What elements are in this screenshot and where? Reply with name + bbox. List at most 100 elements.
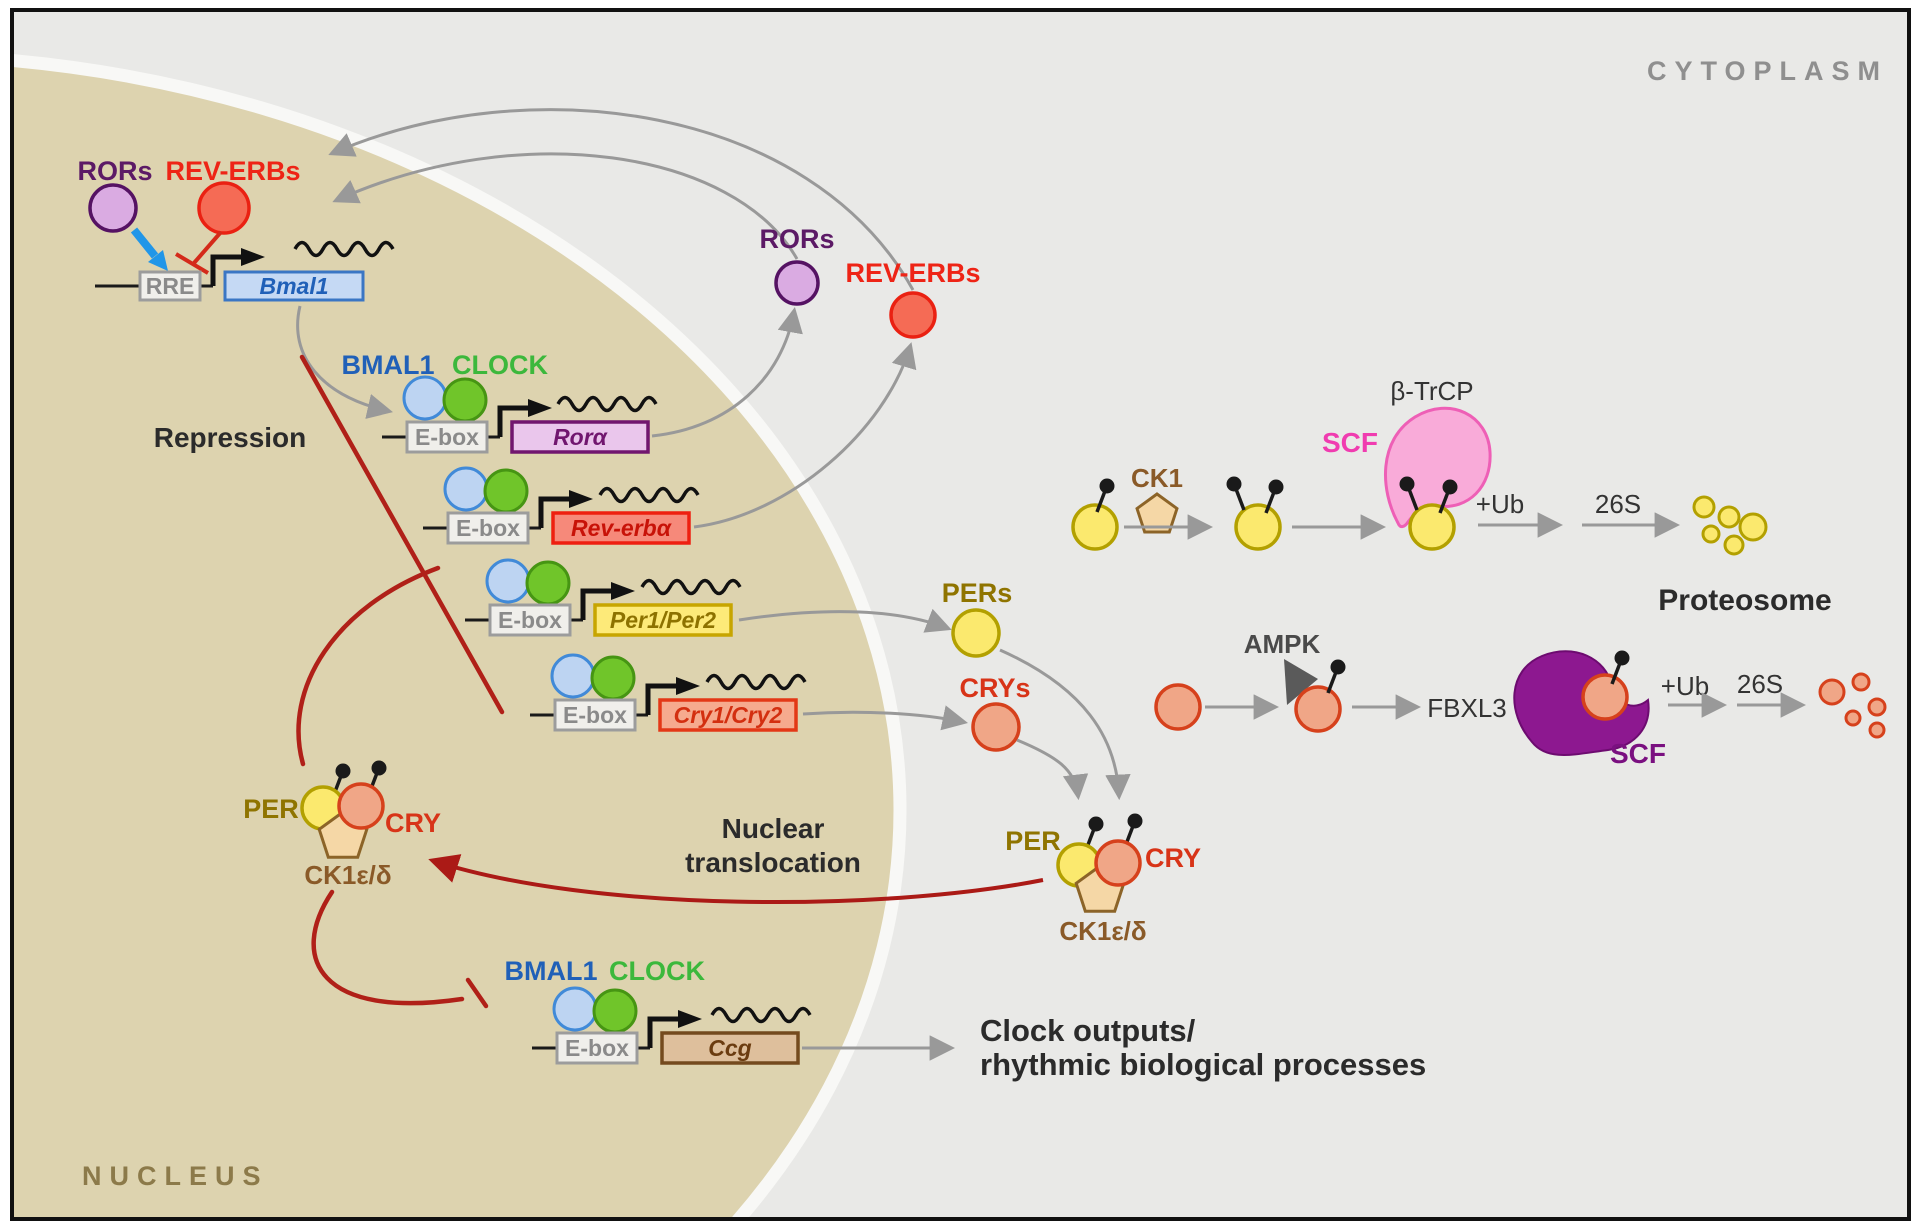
rors-label-nucleus: RORs	[77, 156, 152, 186]
cry-label-cytoplasm: CRY	[1145, 843, 1201, 873]
ebox-box	[555, 1031, 639, 1065]
phospho-per-circle	[1234, 503, 1282, 551]
repression-line	[299, 354, 505, 715]
repression-arc	[296, 565, 441, 767]
cry-gene-unit: E-box Cry1/Cry2	[530, 653, 807, 732]
cry-degradation-pathway: AMPK FBXL3 SCF +Ub 26S	[1154, 629, 1887, 769]
ebox-box	[446, 511, 530, 545]
scf-label-purple: SCF	[1610, 738, 1666, 769]
ebox-label: E-box	[498, 607, 562, 633]
reverba-gene-box	[551, 511, 691, 545]
reverba-gene-unit: E-box Rev-erbα	[423, 466, 700, 545]
ebox-box	[405, 420, 489, 454]
pers-protein-circle	[951, 608, 1001, 658]
ebox-label: E-box	[415, 424, 479, 450]
ccg-inhibition-arc	[311, 889, 465, 1006]
cytoplasmic-per-cry-complex: PER CRY CK1ε/δ	[1005, 811, 1201, 946]
scf-label-pink: SCF	[1322, 427, 1378, 458]
ampk-triangle	[1284, 659, 1318, 705]
ampk-label: AMPK	[1244, 629, 1321, 659]
reverbs-label-nucleus: REV-ERBs	[165, 156, 300, 186]
nuclear-translocation-arrow	[428, 854, 1044, 905]
per-label-cytoplasm: PER	[1005, 826, 1061, 856]
nuclear-translocation-label1: Nuclear	[722, 813, 825, 844]
repression-label: Repression	[154, 422, 307, 453]
rora-gene-box	[510, 420, 650, 454]
ebox-box	[553, 698, 637, 732]
reverbs-protein-circle-nucleus	[197, 181, 251, 235]
per-protein-circle	[1071, 503, 1119, 551]
pers-to-complex-arrow	[999, 648, 1131, 801]
per-label-nucleus: PER	[243, 794, 299, 824]
26s-label: 26S	[1595, 489, 1641, 519]
ebox-label: E-box	[563, 702, 627, 728]
plus-ub-label: +Ub	[1661, 671, 1709, 701]
rora-gene-label: Rorα	[553, 424, 609, 450]
phospho-cry-circle	[1581, 673, 1629, 721]
crys-to-complex-arrow	[1016, 738, 1089, 801]
reverbs-inhibition-tbar	[174, 230, 223, 275]
26s-label: 26S	[1737, 669, 1783, 699]
bmal1-protein-label: BMAL1	[342, 350, 435, 380]
cry-label-nucleus: CRY	[385, 808, 441, 838]
crys-protein-circle	[971, 702, 1021, 752]
rre-label: RRE	[146, 273, 195, 299]
bmal1-gene-unit: RORs REV-ERBs RRE Bmal1	[77, 156, 395, 302]
clock-outputs-line2: rhythmic biological processes	[980, 1047, 1426, 1082]
rora-gene-unit: BMAL1 CLOCK E-box Rorα	[342, 350, 658, 454]
pers-label: PERs	[942, 578, 1013, 608]
ccg-gene-unit: BMAL1 CLOCK E-box Ccg	[505, 956, 812, 1065]
rors-protein-circle-cytoplasm	[774, 260, 820, 306]
nuclear-per-cry-complex: PER CRY CK1ε/δ	[243, 758, 441, 890]
fbxl3-label: FBXL3	[1427, 693, 1507, 723]
reverba-export-arrow	[693, 342, 917, 529]
per-export-arrow	[738, 608, 952, 633]
cry-gene-box	[658, 698, 798, 732]
rora-export-arrow	[651, 306, 803, 438]
degraded-cry-fragments	[1818, 672, 1887, 739]
nuclear-translocation-label2: translocation	[685, 847, 861, 878]
bmal1-protein-label: BMAL1	[505, 956, 598, 986]
rors-feedback-arrow	[332, 152, 799, 260]
reverbs-label-cytoplasm: REV-ERBs	[845, 258, 980, 288]
rors-protein-circle-nucleus	[88, 183, 138, 233]
ck1ed-label-cytoplasm: CK1ε/δ	[1059, 916, 1146, 946]
plus-ub-label: +Ub	[1476, 489, 1524, 519]
cry-protein-circle	[1094, 839, 1142, 887]
reverbs-feedback-arrow	[328, 108, 915, 291]
bmal1-gene-label: Bmal1	[259, 273, 328, 299]
cry-export-arrow	[802, 705, 968, 731]
degraded-per-fragments	[1692, 495, 1768, 556]
ebox-label: E-box	[565, 1035, 629, 1061]
cytoplasm-label: CYTOPLASM	[1647, 56, 1888, 86]
per-gene-unit: E-box Per1/Per2	[465, 558, 742, 637]
clock-protein-label: CLOCK	[452, 350, 548, 380]
rre-box	[138, 270, 202, 302]
clock-outputs-line1: Clock outputs/	[980, 1013, 1196, 1048]
bmal1-translation-arrow	[296, 305, 393, 419]
ck1ed-label-nucleus: CK1ε/δ	[304, 860, 391, 890]
bmal1-gene-box	[223, 270, 365, 302]
per-gene-box	[593, 603, 733, 637]
ccg-gene-box	[660, 1031, 800, 1065]
ccg-gene-label: Ccg	[708, 1035, 751, 1061]
phospho-per-circle	[1408, 503, 1456, 551]
per-gene-label: Per1/Per2	[610, 607, 716, 633]
cry-protein-circle	[1154, 683, 1202, 731]
phospho-cry-circle	[1294, 685, 1342, 733]
cry-protein-circle	[337, 782, 385, 830]
crys-label: CRYs	[959, 673, 1030, 703]
reverba-gene-label: Rev-erbα	[571, 515, 673, 541]
clock-protein-label: CLOCK	[609, 956, 705, 986]
ck1-label: CK1	[1131, 463, 1183, 493]
ccg-inhibition-tbar	[465, 977, 489, 1009]
proteosome-label: Proteosome	[1658, 584, 1831, 617]
rors-activation-arrow	[130, 227, 168, 271]
ebox-label: E-box	[456, 515, 520, 541]
cry-gene-label: Cry1/Cry2	[674, 702, 783, 728]
nucleus-region	[14, 54, 907, 1217]
ebox-box	[488, 603, 572, 637]
btrcp-label: β-TrCP	[1390, 376, 1473, 406]
rors-label-cytoplasm: RORs	[759, 224, 834, 254]
